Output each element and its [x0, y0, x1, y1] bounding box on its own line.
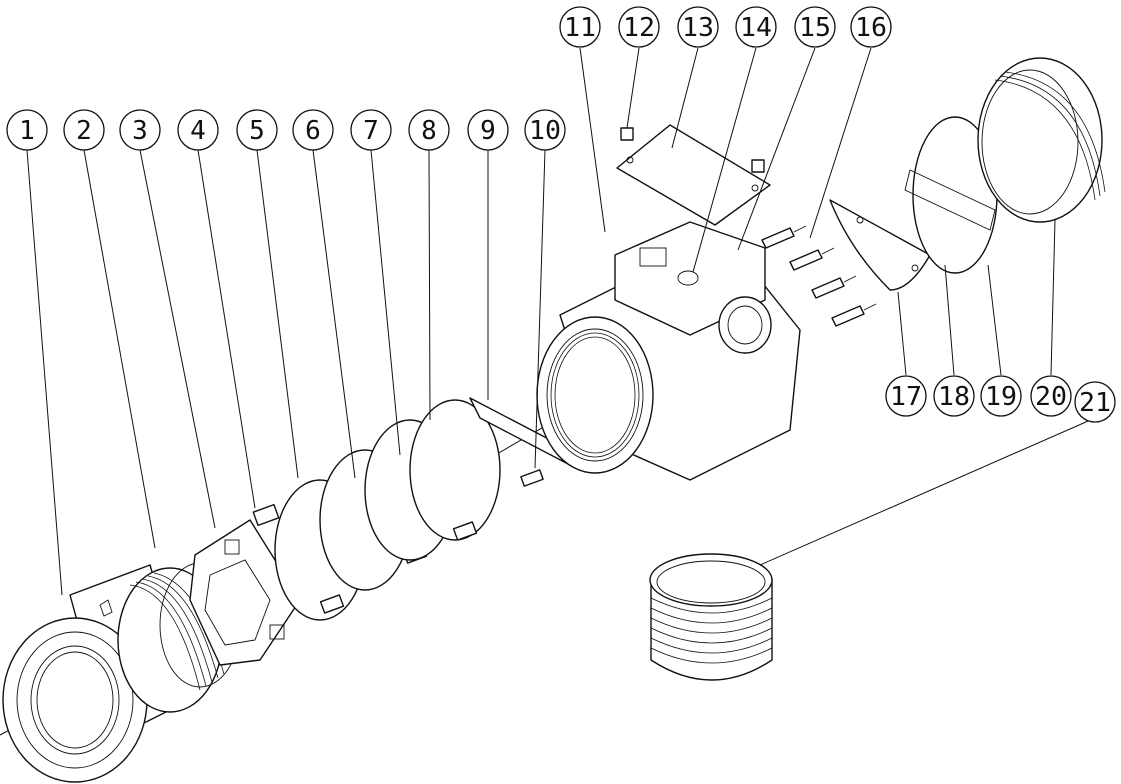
callout-label-2: 2 — [76, 116, 92, 146]
leader-3 — [139, 149, 216, 529]
part-19-seal-plate — [904, 116, 998, 274]
part-5-pin — [252, 503, 280, 527]
callout-label-16: 16 — [855, 13, 887, 43]
leader-16 — [809, 47, 872, 239]
callout-label-1: 1 — [19, 116, 35, 146]
callout-12: 12 — [618, 6, 660, 48]
leader-21 — [759, 417, 1096, 566]
part-4-adapter-plate — [189, 519, 301, 666]
callout-17: 17 — [885, 375, 927, 417]
leader-lines — [26, 47, 1096, 596]
callout-2: 2 — [63, 109, 105, 151]
leader-17 — [897, 291, 907, 376]
leader-19 — [987, 264, 1002, 376]
callout-label-9: 9 — [480, 116, 496, 146]
callout-label-6: 6 — [305, 116, 321, 146]
callout-label-7: 7 — [363, 116, 379, 146]
part-20-rear-cover — [977, 57, 1106, 223]
callout-label-3: 3 — [132, 116, 148, 146]
callout-9: 9 — [467, 109, 509, 151]
leader-8 — [428, 149, 431, 421]
leader-20 — [1050, 219, 1056, 376]
callout-8: 8 — [408, 109, 450, 151]
callout-15: 15 — [794, 6, 836, 48]
callout-1: 1 — [6, 109, 48, 151]
part-13-nameplate — [616, 124, 771, 226]
leader-4 — [197, 149, 256, 509]
callout-label-17: 17 — [890, 382, 922, 412]
part-11-housing — [536, 221, 801, 481]
callout-label-4: 4 — [190, 116, 206, 146]
part-8-board — [364, 399, 501, 561]
leader-15 — [737, 47, 816, 251]
part-17-terminal-plate — [829, 199, 931, 291]
callout-4: 4 — [177, 109, 219, 151]
callout-label-15: 15 — [799, 13, 831, 43]
callout-5: 5 — [236, 109, 278, 151]
callout-label-10: 10 — [529, 116, 561, 146]
callout-label-19: 19 — [985, 382, 1017, 412]
callout-3: 3 — [119, 109, 161, 151]
callout-18: 18 — [933, 375, 975, 417]
leader-14 — [692, 47, 757, 273]
leader-11 — [579, 47, 606, 233]
callout-label-20: 20 — [1035, 382, 1067, 412]
part-16-terminals — [761, 225, 877, 327]
leader-2 — [83, 149, 156, 549]
callout-label-14: 14 — [740, 13, 772, 43]
callout-label-21: 21 — [1079, 388, 1111, 418]
part-10-screw — [520, 469, 544, 487]
callout-16: 16 — [850, 6, 892, 48]
leader-13 — [671, 47, 699, 149]
leader-1 — [26, 149, 63, 596]
callout-6: 6 — [292, 109, 334, 151]
callout-label-11: 11 — [564, 13, 596, 43]
callout-21: 21 — [1074, 381, 1116, 423]
callout-7: 7 — [350, 109, 392, 151]
callout-10: 10 — [524, 109, 566, 151]
part-12-screws — [620, 127, 765, 173]
callout-14: 14 — [735, 6, 777, 48]
leader-7 — [370, 149, 401, 456]
callout-19: 19 — [980, 375, 1022, 417]
callout-13: 13 — [677, 6, 719, 48]
leader-12 — [626, 47, 640, 129]
leader-6 — [312, 149, 356, 479]
callout-label-5: 5 — [249, 116, 265, 146]
part-21-threaded-plug — [649, 553, 773, 681]
callout-20: 20 — [1030, 375, 1072, 417]
callout-label-13: 13 — [682, 13, 714, 43]
leader-18 — [944, 264, 955, 376]
callout-label-8: 8 — [421, 116, 437, 146]
leader-5 — [256, 149, 299, 479]
callout-11: 11 — [559, 6, 601, 48]
callout-label-18: 18 — [938, 382, 970, 412]
leader-10 — [534, 149, 546, 469]
callout-label-12: 12 — [623, 13, 655, 43]
